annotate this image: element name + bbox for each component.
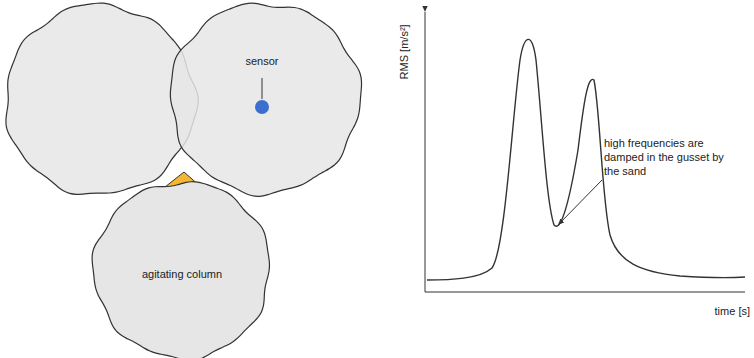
column-circle: agitating column bbox=[88, 176, 276, 358]
rms-curve bbox=[427, 39, 745, 280]
axis-label: time [s] bbox=[715, 305, 750, 319]
column-outline bbox=[170, 3, 361, 196]
part-label: sensor bbox=[245, 55, 278, 69]
callout-arrow bbox=[558, 180, 602, 225]
leader-line bbox=[262, 78, 263, 99]
node-label: agitating column bbox=[142, 268, 222, 280]
callout-note: high frequencies are damped in the gusse… bbox=[604, 137, 732, 178]
axis-label: RMS [m/s²] bbox=[397, 25, 411, 80]
column-outline bbox=[6, 3, 198, 194]
sensor-dot bbox=[255, 100, 269, 114]
column-outlines bbox=[6, 3, 362, 196]
column-outline bbox=[88, 176, 276, 358]
y-axis bbox=[425, 12, 426, 292]
x-axis bbox=[425, 292, 745, 293]
